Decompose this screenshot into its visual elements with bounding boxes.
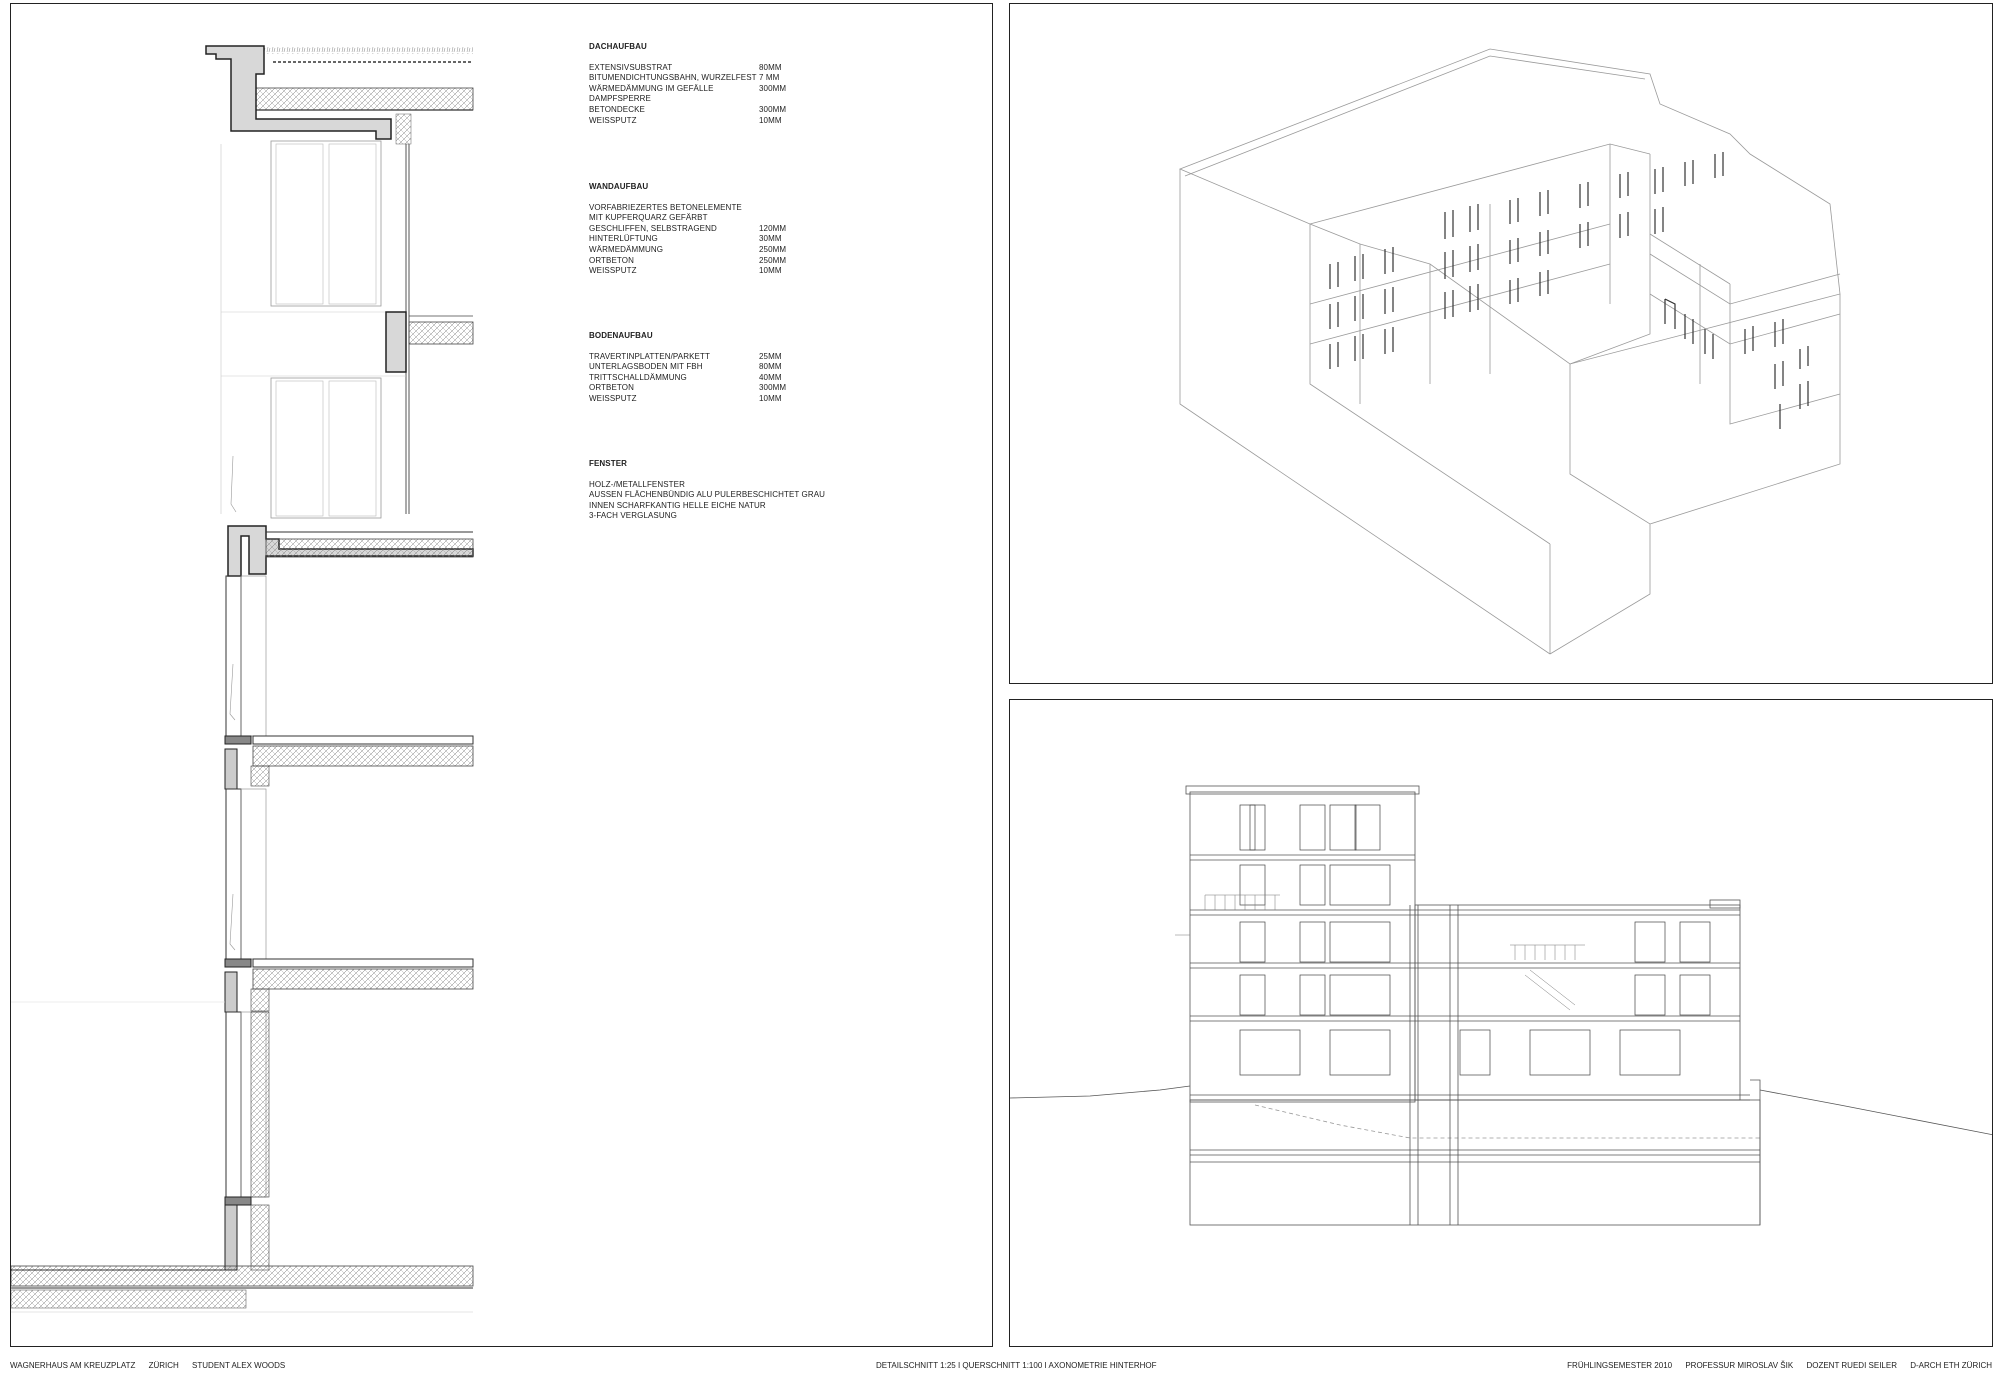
axonometry-windows — [1329, 152, 1809, 429]
axonometry-drawing — [1178, 48, 1841, 655]
window-upper-1 — [270, 140, 382, 307]
spec-item: AUSSEN FLÄCHENBÜNDIG ALU PULERBESCHICHTE… — [589, 490, 826, 500]
footer-center: DETAILSCHNITT 1:25 I QUERSCHNITT 1:100 I… — [876, 1361, 1168, 1370]
floor-slab-1 — [408, 321, 474, 345]
footer-left: WAGNERHAUS AM KREUZPLATZ ZÜRICH STUDENT … — [10, 1361, 296, 1370]
spec-item: VORFABRIEZERTES BETONELEMENTE — [589, 202, 742, 212]
spec-item: BETONDECKE — [589, 104, 645, 114]
spec-value: 120MM — [759, 223, 787, 233]
detail-section-panel: DACHAUFBAU EXTENSIVSUBSTRAT 80MM BITUMEND… — [10, 3, 993, 1347]
footer-institution: D-ARCH ETH ZÜRICH — [1910, 1361, 1992, 1370]
spec-roof-title: DACHAUFBAU — [589, 42, 647, 51]
footer-student: STUDENT ALEX WOODS — [192, 1361, 286, 1370]
section-windows — [1239, 804, 1711, 1076]
spec-floor-title: BODENAUFBAU — [589, 331, 653, 340]
spec-item: GESCHLIFFEN, SELBSTRAGEND — [589, 223, 717, 233]
spec-item: ORTBETON — [589, 255, 634, 265]
basement — [1189, 1099, 1761, 1226]
spec-item: DAMPFSPERRE — [589, 94, 651, 104]
axonometry-panel — [1009, 3, 1993, 684]
spec-item: MIT KUPFERQUARZ GEFÄRBT — [589, 213, 708, 223]
upper-building — [1189, 791, 1416, 1103]
spec-item: 3-FACH VERGLASUNG — [589, 511, 677, 521]
footer-drawings: DETAILSCHNITT 1:25 I QUERSCHNITT 1:100 I… — [876, 1361, 1157, 1370]
spec-wall-title: WANDAUFBAU — [589, 182, 649, 191]
spec-item: WEISSPUTZ — [589, 393, 637, 403]
detail-section-drawing — [11, 45, 474, 1313]
spec-value: 80MM — [759, 362, 782, 372]
footer-project: WAGNERHAUS AM KREUZPLATZ — [10, 1361, 136, 1370]
spec-item: ORTBETON — [589, 383, 634, 393]
floor-slab-2 — [265, 538, 474, 558]
spec-item: EXTENSIVSUBSTRAT — [589, 62, 673, 72]
base-slab — [11, 1265, 474, 1287]
floor-slab-3 — [252, 745, 474, 767]
spec-floor: BODENAUFBAU TRAVERTINPLATTEN/PARKETT 25MM… — [589, 331, 949, 405]
footer-city: ZÜRICH — [148, 1361, 179, 1370]
spec-item: WÄRMEDÄMMUNG IM GEFÄLLE — [589, 83, 714, 93]
footer-professor: PROFESSUR MIROSLAV ŠIK — [1685, 1361, 1794, 1370]
spec-value: 7 MM — [759, 73, 780, 83]
spec-value: 10MM — [759, 266, 782, 276]
spec-value: 300MM — [759, 383, 787, 393]
cross-section-panel — [1009, 699, 1993, 1347]
floor-slab-4 — [252, 968, 474, 990]
footer-right: FRÜHLINGSEMESTER 2010 PROFESSUR MIROSLAV… — [1567, 1361, 1992, 1370]
footer-semester: FRÜHLINGSEMESTER 2010 — [1567, 1361, 1673, 1370]
spec-value: 250MM — [759, 244, 787, 254]
spec-value: 25MM — [759, 351, 782, 361]
window-upper-2 — [270, 377, 382, 519]
spec-item: WEISSPUTZ — [589, 266, 637, 276]
spec-item: HOLZ-/METALLFENSTER — [589, 479, 685, 489]
spec-item: INNEN SCHARFKANTIG HELLE EICHE NATUR — [589, 500, 766, 510]
spec-value: 80MM — [759, 62, 782, 72]
spec-value: 300MM — [759, 83, 787, 93]
roof-insulation — [254, 87, 474, 111]
spec-item: BITUMENDICHTUNGSBAHN, WURZELFEST — [589, 73, 757, 83]
spec-item: WEISSPUTZ — [589, 115, 637, 125]
spec-roof: DACHAUFBAU EXTENSIVSUBSTRAT 80MM BITUMEND… — [589, 42, 949, 126]
spec-item: TRITTSCHALLDÄMMUNG — [589, 372, 687, 382]
spec-value: 300MM — [759, 104, 787, 114]
roof-parapet — [205, 45, 392, 140]
lower-wing — [1414, 904, 1741, 1101]
spec-item: WÄRMEDÄMMUNG — [589, 244, 664, 254]
spec-item: TRAVERTINPLATTEN/PARKETT — [589, 351, 710, 361]
footer-dozent: DOZENT RUEDI SEILER — [1806, 1361, 1897, 1370]
spec-window: FENSTER HOLZ-/METALLFENSTER AUSSEN FLÄCH… — [589, 459, 949, 522]
roof-substrate — [207, 46, 473, 54]
cross-section-drawing — [1010, 785, 1992, 1226]
spec-value: 30MM — [759, 234, 782, 244]
spec-item: HINTERLÜFTUNG — [589, 234, 658, 244]
spec-wall: WANDAUFBAU VORFABRIEZERTES BETONELEMENTE… — [589, 182, 949, 277]
spec-value: 10MM — [759, 393, 782, 403]
spec-value: 10MM — [759, 115, 782, 125]
spec-value: 250MM — [759, 255, 787, 265]
spec-item: UNTERLAGSBODEN MIT FBH — [589, 362, 703, 372]
spec-window-title: FENSTER — [589, 459, 628, 468]
spec-value: 40MM — [759, 372, 782, 382]
